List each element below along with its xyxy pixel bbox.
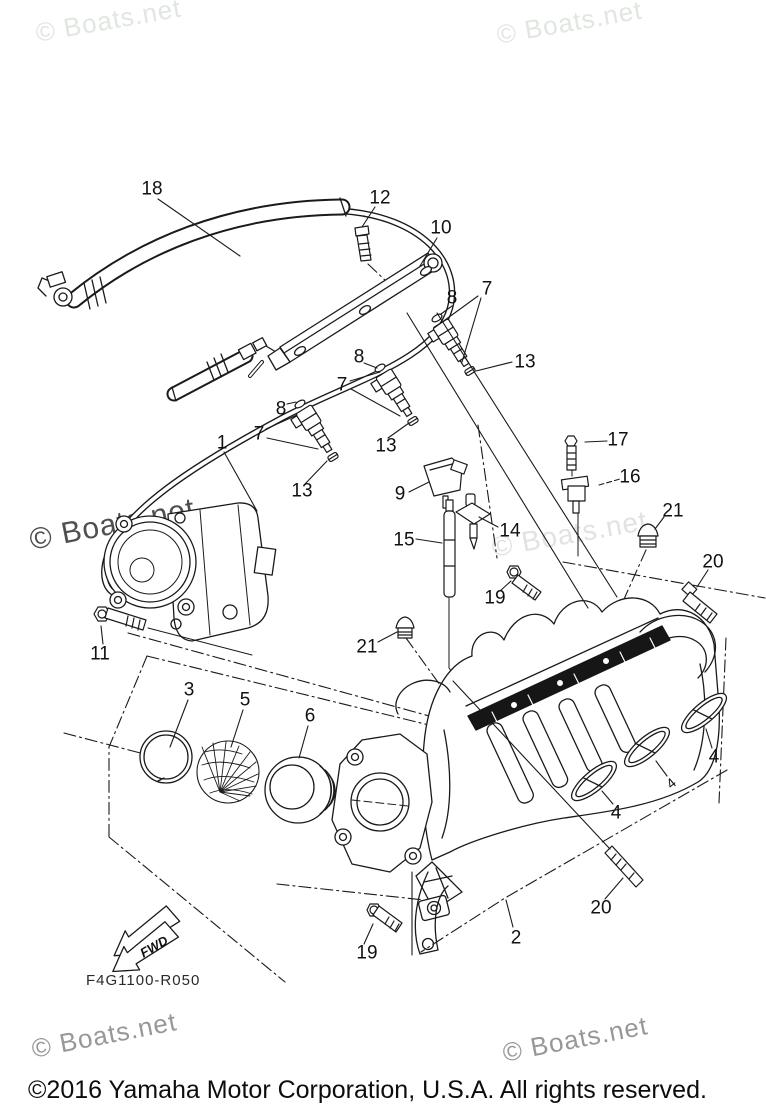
part-16-sensor [560, 475, 590, 557]
construction-lines [406, 312, 618, 956]
part-4-gasket [680, 692, 728, 734]
part-21-plug [395, 616, 415, 639]
part-number-label: 10 [430, 218, 451, 239]
part-number-label: 20 [702, 552, 723, 573]
part-13-seal [407, 415, 419, 427]
part-12-bolt [354, 225, 372, 262]
part-21-plug [637, 523, 659, 548]
part-2-intake-manifold [331, 597, 720, 955]
part-number-label: 1 [217, 433, 228, 454]
part-number-label: 7 [482, 279, 493, 300]
part-number-label: 9 [395, 484, 406, 505]
part-number-label: 13 [514, 352, 535, 373]
injectors [290, 313, 476, 463]
part-number-label: 4 [709, 747, 720, 768]
part-number-label: 8 [447, 288, 458, 309]
part-19-bolt [366, 903, 403, 933]
part-18-fuel-hose [37, 197, 456, 599]
oval-gaskets [570, 692, 728, 802]
part-20-bolt [681, 581, 718, 624]
part-number-label: 6 [305, 706, 316, 727]
part-number-label: 8 [276, 399, 287, 420]
part-number-label: 8 [354, 347, 365, 368]
part-number-label: 14 [499, 521, 521, 542]
fwd-arrow: FWD [112, 905, 181, 973]
part-1-throttle-body [103, 502, 277, 642]
part-number-label: 13 [291, 481, 312, 502]
diagram-part-code: F4G1100-R050 [86, 972, 201, 989]
part-3-gasket-ring [139, 730, 193, 784]
part-7-injector [370, 368, 413, 418]
leader-lines [100, 198, 713, 945]
part-number-label: 19 [484, 588, 505, 609]
part-17-bolt [564, 435, 578, 477]
part-8-oring [294, 399, 306, 409]
part-number-label: 5 [240, 690, 251, 711]
part-number-label: 12 [369, 188, 390, 209]
part-number-label: 16 [619, 467, 640, 488]
part-19-bolt [506, 565, 542, 601]
part-number-label: 21 [662, 501, 683, 522]
part-13-seal [327, 451, 339, 463]
part-number-label: 7 [337, 375, 348, 396]
part-number-label: 19 [356, 943, 377, 964]
part-number-label: 18 [141, 179, 162, 200]
part-4-gasket [623, 726, 671, 768]
copyright-text: ©2016 Yamaha Motor Corporation, U.S.A. A… [28, 1076, 707, 1104]
part-number-label: 15 [393, 530, 414, 551]
part-7-injector [290, 404, 333, 454]
part-number-label: 4 [611, 803, 622, 824]
part-14-joint [455, 493, 491, 550]
part-9-sensor [423, 457, 468, 509]
hose-fitting [166, 337, 277, 402]
boundary-lines [63, 263, 766, 983]
part-11-bolt [93, 606, 253, 656]
part-number-label: 11 [90, 644, 110, 665]
part-number-label: 21 [356, 637, 377, 658]
part-8-oring [374, 363, 386, 373]
part-4-gasket [570, 760, 618, 802]
part-number-label: 7 [254, 424, 265, 445]
part-number-label: 20 [590, 898, 611, 919]
hose-clamp [37, 271, 107, 310]
part-number-label: 3 [184, 680, 195, 701]
part-number-label: 17 [607, 430, 628, 451]
part-5-screen [196, 740, 260, 804]
part-6-collar [264, 756, 336, 824]
part-10-fuel-rail [248, 252, 443, 378]
part-number-label: 13 [375, 436, 396, 457]
part-number-label: 2 [511, 928, 522, 949]
part-20-stud [604, 845, 644, 888]
